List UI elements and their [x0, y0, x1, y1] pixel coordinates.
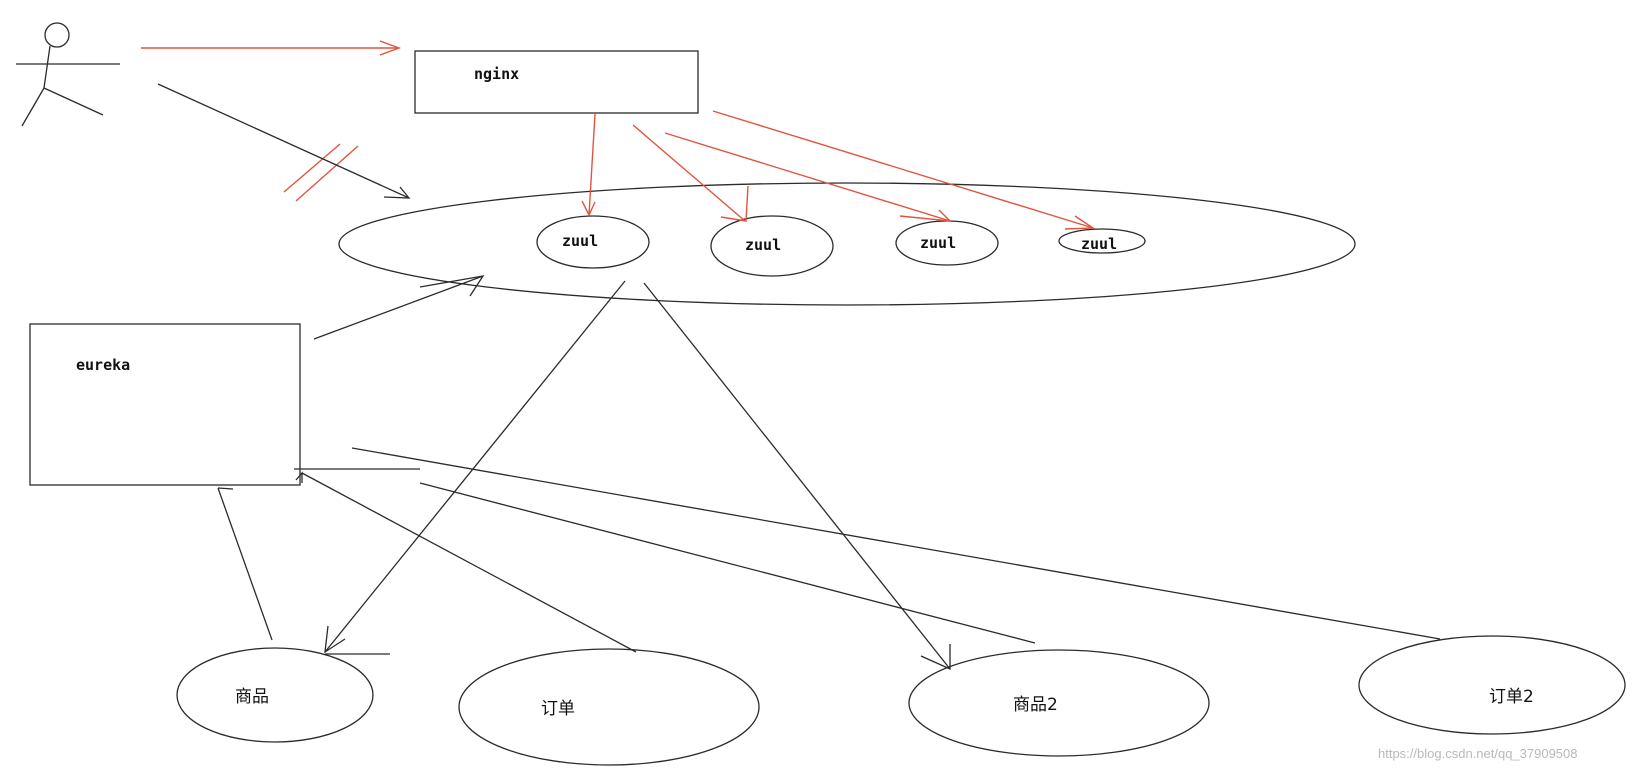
nginx-label: nginx [474, 65, 519, 83]
zuul-label-4: zuul [1081, 235, 1117, 253]
zuul-label-1: zuul [562, 232, 598, 250]
eureka-label: eureka [76, 356, 130, 374]
eureka-node: eureka [29, 323, 301, 486]
service-goods2: 商品2 [908, 649, 1210, 757]
zuul-label-2: zuul [745, 236, 781, 254]
service-order2-label: 订单2 [1489, 687, 1534, 707]
service-order-label: 订单 [541, 699, 575, 719]
watermark: https://blog.csdn.net/qq_37909508 [1378, 746, 1578, 761]
dark-arrows [157, 83, 1441, 671]
red-arrows [141, 40, 1096, 230]
user-stick-figure [16, 22, 120, 127]
zuul-node-3: zuul [895, 220, 999, 266]
service-order: 订单 [458, 648, 760, 766]
service-order2: 订单2 [1358, 635, 1626, 735]
service-goods2-label: 商品2 [1013, 695, 1058, 715]
zuul-node-2: zuul [710, 215, 834, 277]
service-goods-label: 商品 [235, 687, 269, 707]
service-goods: 商品 [176, 647, 374, 743]
zuul-cluster: zuul zuul zuul zuul [338, 182, 1356, 306]
zuul-node-4: zuul [1058, 228, 1146, 254]
zuul-node-1: zuul [536, 215, 650, 269]
nginx-node: nginx [414, 50, 699, 114]
zuul-label-3: zuul [920, 234, 956, 252]
